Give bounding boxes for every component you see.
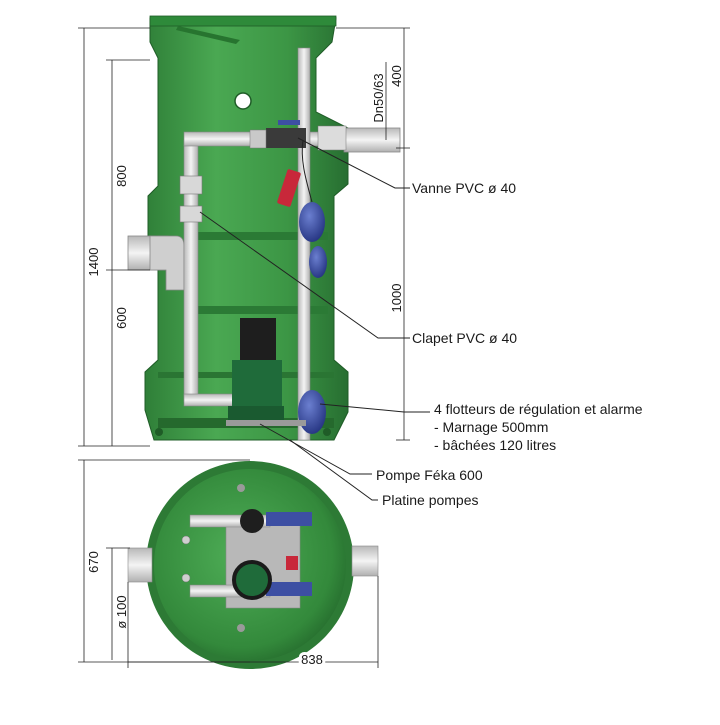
label-floats-title: 4 flotteurs de régulation et alarme (434, 401, 643, 417)
lid-hinge (176, 26, 240, 44)
dim-400: 400 (389, 65, 404, 87)
pipe-union (179, 175, 203, 195)
pump-plate (226, 420, 306, 426)
pump-motor (240, 318, 276, 362)
valve-handle (278, 120, 300, 125)
dim-1000: 1000 (389, 284, 404, 313)
dim-diameter: ø 100 (114, 595, 129, 628)
label-floats-line2: - bâchées 120 litres (434, 437, 556, 453)
outlet-stub (351, 545, 379, 577)
bolt (237, 484, 245, 492)
pump-top (232, 560, 272, 600)
foot-hole (323, 428, 331, 436)
valve-coupling (317, 125, 347, 151)
label-pump: Pompe Féka 600 (376, 467, 483, 483)
bolt (237, 624, 245, 632)
float (309, 246, 327, 278)
pump-housing (232, 360, 282, 408)
dim-1400: 1400 (86, 248, 101, 277)
float-guide-tube (297, 47, 311, 441)
top-view (127, 461, 379, 669)
dim-670: 670 (86, 551, 101, 573)
inlet-stub (127, 547, 153, 583)
pump-connection-pipe (183, 393, 235, 407)
foot-hole (155, 428, 163, 436)
internal-rib (190, 306, 328, 314)
float (298, 390, 326, 434)
pipe-union (179, 205, 203, 223)
valve-body (266, 128, 306, 148)
pump-base (228, 406, 284, 420)
bolt (181, 573, 191, 583)
inlet-elbow (149, 235, 185, 291)
valve-coupling (249, 129, 267, 149)
side-view (127, 15, 401, 441)
valve-top (286, 556, 298, 570)
label-check-valve: Clapet PVC ø 40 (412, 330, 517, 346)
float (299, 202, 325, 242)
check-valve (277, 169, 301, 207)
top-pipe (266, 582, 312, 596)
dim-838: 838 (301, 652, 323, 667)
tank-lid (149, 15, 337, 27)
pump-top (240, 509, 264, 533)
vent-hole (234, 92, 252, 110)
internal-rib (190, 232, 328, 240)
top-pipe (266, 512, 312, 526)
label-valve: Vanne PVC ø 40 (412, 180, 516, 196)
float-cable (301, 139, 313, 203)
leader-lines (199, 137, 430, 501)
label-floats-line1: - Marnage 500mm (434, 419, 548, 435)
dim-600: 600 (114, 307, 129, 329)
outlet-pipe (343, 127, 401, 153)
dim-800: 800 (114, 165, 129, 187)
dim-dn: Dn50/63 (371, 73, 386, 122)
dimension-lines (78, 27, 410, 668)
label-plate: Platine pompes (382, 492, 479, 508)
bolt (181, 535, 191, 545)
